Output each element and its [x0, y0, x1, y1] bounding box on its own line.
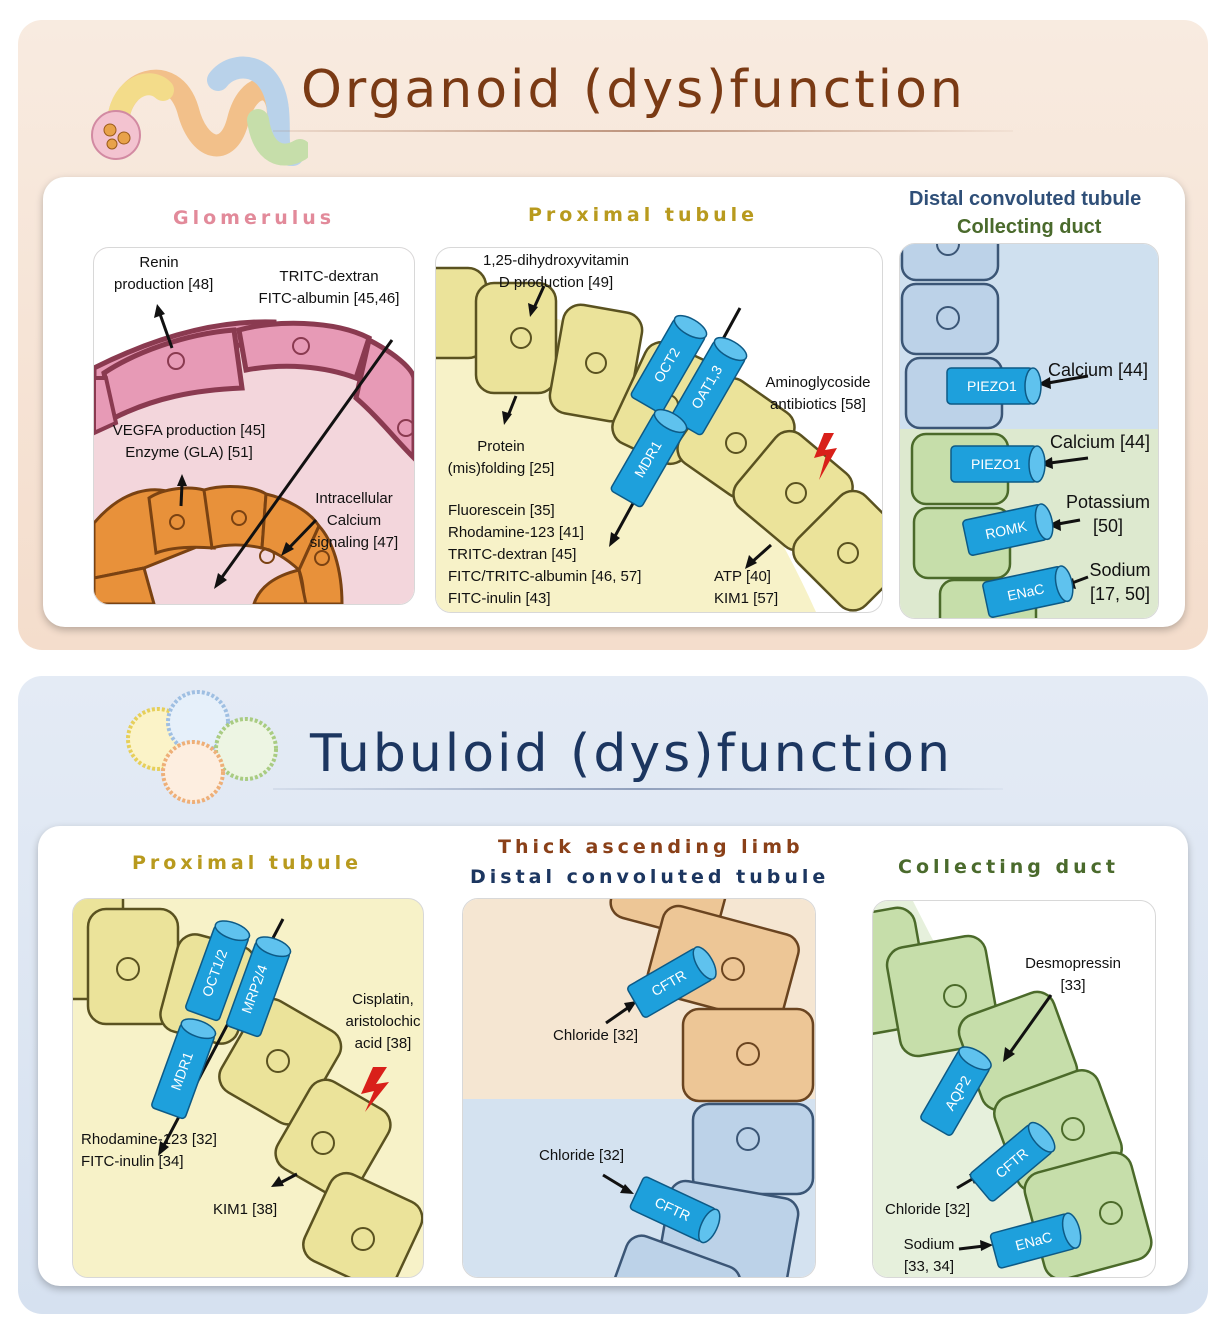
distal-panel: PIEZO1 PIEZO1 ROMK ENaC Calcium [44] Cal…	[899, 243, 1159, 619]
substrate-list: Fluorescein [35]Rhodamine-123 [41]TRITC-…	[448, 502, 642, 607]
chloride-label-2: Chloride [32]	[539, 1147, 625, 1164]
mdr1-transporter	[610, 408, 688, 508]
protein-folding-label: Protein(mis)folding [25]	[447, 438, 555, 477]
atp-kim1-label: ATP [40]KIM1 [57]	[714, 568, 779, 607]
thick-ascending-limb-title: Thick ascending limb	[498, 836, 804, 858]
oct2-transporter	[630, 314, 708, 414]
piezo1-label-2: PIEZO1	[971, 456, 1021, 472]
organoid-title: Organoid (dys)function	[301, 60, 966, 120]
calcium-label-1: Calcium [44]	[1048, 360, 1149, 380]
organoid-section: Organoid (dys)function Glomerulus	[18, 20, 1208, 650]
tubuloid-title: Tubuloid (dys)function	[310, 724, 953, 784]
proximal-tubule-illustration	[436, 266, 882, 612]
piezo1-label-1: PIEZO1	[967, 378, 1017, 394]
tub-distal-convoluted-title: Distal convoluted tubule	[470, 866, 830, 888]
proximal-tubule-title: Proximal tubule	[528, 204, 758, 226]
tubuloid-spheres-icon	[126, 690, 278, 804]
organoid-content-card: Glomerulus	[43, 177, 1185, 627]
glomerulus-illustration	[94, 248, 414, 604]
proximal-transporters	[610, 314, 748, 508]
vegfa-label: VEGFA production [45]Enzyme (GLA) [51]	[112, 422, 266, 461]
tubuloid-content-card: Proximal tubule	[38, 826, 1188, 1286]
tub-kim1-label: KIM1 [38]	[213, 1201, 278, 1218]
calcium-label-2: Calcium [44]	[1050, 432, 1151, 452]
tub-proximal-illustration	[73, 899, 423, 1277]
tubule-segment-icon	[91, 56, 308, 166]
tub-proximal-transporters	[151, 920, 292, 1120]
sodium-label: Sodium[17, 50]	[1089, 560, 1151, 604]
glomerulus-title: Glomerulus	[173, 207, 336, 229]
cd-channels	[920, 1046, 1082, 1269]
chloride-label-1: Chloride [32]	[553, 1027, 639, 1044]
cd-sodium-label: Sodium[33, 34]	[903, 1236, 955, 1275]
desmopressin-label: Desmopressin[33]	[1025, 955, 1121, 994]
collecting-duct-title: Collecting duct	[957, 216, 1102, 238]
cd-panel: AQP2 CFTR ENaC Desmopressin[33] Chloride…	[872, 900, 1156, 1278]
distal-convoluted-title: Distal convoluted tubule	[909, 188, 1142, 210]
organoid-title-underline	[273, 130, 1013, 132]
tub-substrate-list: Rhodamine-123 [32]FITC-inulin [34]	[81, 1131, 217, 1170]
tub-proximal-panel: OCT1/2 MRP2/4 MDR1 Cisplatin,aristolochi…	[72, 898, 424, 1278]
tubuloid-section: Tubuloid (dys)function Proximal tubule	[18, 676, 1208, 1314]
tubuloid-title-underline	[273, 788, 1003, 790]
tub-proximal-title: Proximal tubule	[132, 852, 362, 874]
distal-channels	[946, 367, 1074, 618]
potassium-label: Potassium[50]	[1065, 492, 1151, 536]
tub-collecting-duct-title: Collecting duct	[898, 856, 1119, 878]
cd-chloride-label: Chloride [32]	[885, 1201, 971, 1218]
tal-panel: CFTR CFTR Chloride [32] Chloride [32]	[462, 898, 816, 1278]
tal-channels	[627, 946, 721, 1244]
